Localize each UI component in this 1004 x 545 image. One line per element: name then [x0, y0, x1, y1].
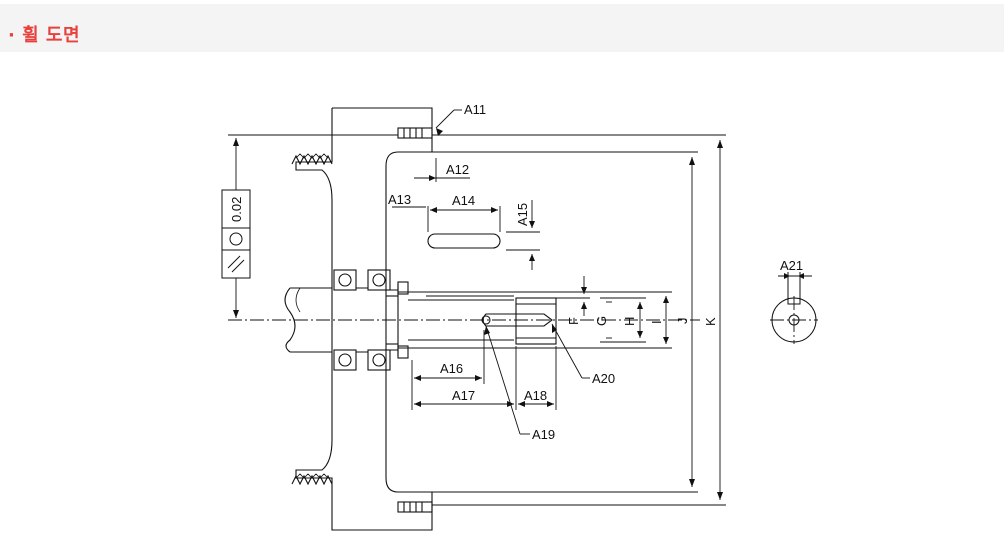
leader-a19	[485, 325, 521, 435]
label-a13: A13	[388, 192, 411, 207]
screw-bottom	[397, 501, 433, 513]
spring-top	[291, 154, 333, 166]
label-a17: A17	[452, 388, 475, 403]
section-title: · 휠 도면	[8, 25, 81, 46]
label-a19: A19	[532, 427, 555, 442]
label-k: K	[703, 317, 718, 326]
shaft-outline	[290, 287, 398, 353]
keyway	[427, 233, 501, 249]
hub-insert	[515, 297, 557, 345]
circularity-symbol-icon	[229, 232, 243, 246]
bearing-bottom-right	[367, 349, 391, 371]
label-a21: A21	[780, 258, 803, 273]
leader-a20	[551, 323, 583, 379]
wheel-body-outline	[385, 128, 433, 512]
tolerance-frame	[221, 189, 251, 279]
parallelism-symbol-icon	[227, 255, 245, 273]
label-a12: A12	[446, 162, 469, 177]
header-bar: · 휠 도면	[0, 4, 1004, 52]
label-g: G	[594, 316, 609, 326]
label-a20: A20	[592, 371, 615, 386]
tolerance-value: 0.02	[229, 197, 244, 222]
screw-top	[397, 127, 433, 139]
leader-a11	[435, 109, 455, 129]
label-h: H	[622, 317, 637, 326]
label-a16: A16	[440, 361, 463, 376]
bearing-bottom-left	[333, 349, 357, 371]
label-f: F	[566, 317, 581, 325]
label-i: I	[649, 320, 664, 324]
label-a15: A15	[515, 203, 530, 226]
label-a11: A11	[464, 102, 486, 117]
label-a18: A18	[524, 388, 547, 403]
shaft-extension	[397, 284, 672, 356]
shaft-side-view	[771, 272, 817, 343]
bearing-top-right	[367, 269, 391, 291]
bearing-top-left	[333, 269, 357, 291]
label-a14: A14	[452, 193, 475, 208]
label-j: J	[675, 318, 690, 325]
shaft-break	[284, 287, 296, 353]
hub-flange-outline	[295, 107, 433, 531]
spring-bottom	[291, 474, 333, 486]
